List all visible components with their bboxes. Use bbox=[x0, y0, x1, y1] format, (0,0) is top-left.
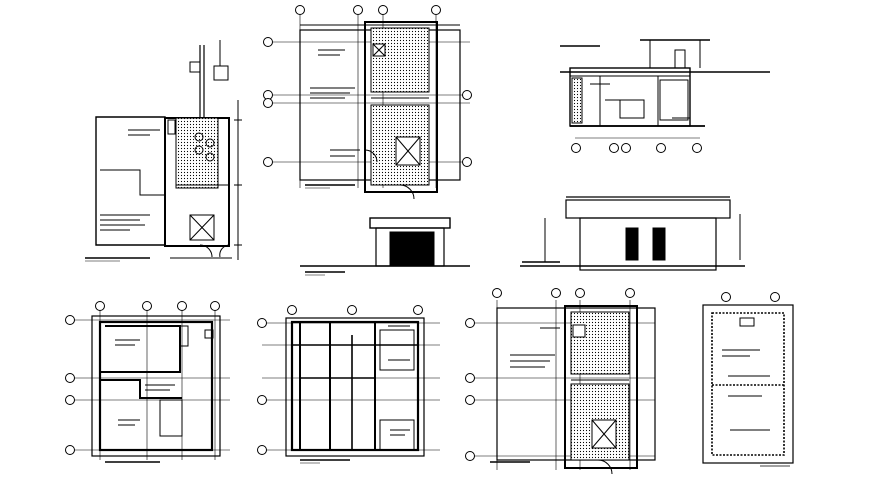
grid-bubble bbox=[465, 451, 475, 461]
elevation-door bbox=[389, 231, 435, 267]
grid-bubble bbox=[65, 373, 75, 383]
plan-e-grid-bubbles bbox=[465, 288, 635, 461]
grid-bubble bbox=[462, 157, 472, 167]
grid-bubble bbox=[263, 157, 273, 167]
grid-bubble bbox=[465, 318, 475, 328]
grid-bubble bbox=[721, 292, 731, 302]
grid-bubble bbox=[210, 301, 220, 311]
grid-bubble bbox=[656, 143, 666, 153]
plan-d-grid-bubbles bbox=[257, 305, 423, 455]
grid-bubble bbox=[257, 395, 267, 405]
grid-bubble bbox=[353, 5, 363, 15]
grid-bubble bbox=[413, 305, 423, 315]
plan-e-floor-plan bbox=[470, 300, 656, 475]
grid-bubble bbox=[295, 5, 305, 15]
grid-bubble bbox=[257, 318, 267, 328]
elevation-a-drawing bbox=[300, 217, 470, 276]
section-a-grid-bubbles bbox=[571, 143, 702, 153]
plan-c-floor-plan bbox=[70, 305, 230, 463]
grid-bubble bbox=[770, 292, 780, 302]
grid-bubble bbox=[347, 305, 357, 315]
grid-bubble bbox=[571, 143, 581, 153]
grid-bubble bbox=[65, 315, 75, 325]
elevation-door bbox=[625, 227, 639, 261]
section-a-drawing bbox=[560, 39, 770, 139]
grid-bubble bbox=[431, 5, 441, 15]
grid-bubble bbox=[95, 301, 105, 311]
grid-bubble bbox=[263, 98, 273, 108]
grid-bubble bbox=[625, 288, 635, 298]
grid-bubble bbox=[692, 143, 702, 153]
grid-bubble bbox=[551, 288, 561, 298]
plan-f-floor-plan bbox=[702, 304, 794, 467]
plan-f-grid-bubbles bbox=[721, 292, 780, 302]
grid-bubble bbox=[263, 37, 273, 47]
grid-bubble bbox=[465, 395, 475, 405]
grid-bubble bbox=[287, 305, 297, 315]
plan-b-grid-bubbles bbox=[263, 5, 472, 167]
grid-bubble bbox=[609, 143, 619, 153]
grid-bubble bbox=[257, 445, 267, 455]
elevation-door bbox=[652, 227, 666, 261]
grid-bubble bbox=[575, 288, 585, 298]
grid-bubble bbox=[65, 395, 75, 405]
grid-bubble bbox=[378, 5, 388, 15]
plan-c-grid-bubbles bbox=[65, 301, 220, 455]
elevation-b-drawing bbox=[520, 196, 745, 271]
grid-bubble bbox=[492, 288, 502, 298]
plan-d-floor-plan bbox=[262, 317, 440, 464]
grid-bubble bbox=[65, 445, 75, 455]
grid-bubble bbox=[462, 90, 472, 100]
grid-bubble bbox=[465, 373, 475, 383]
grid-bubble bbox=[621, 143, 631, 153]
plan-a-floor-plan bbox=[85, 40, 242, 262]
plan-b-floor-plan bbox=[268, 15, 470, 200]
grid-bubble bbox=[177, 301, 187, 311]
grid-bubble bbox=[142, 301, 152, 311]
